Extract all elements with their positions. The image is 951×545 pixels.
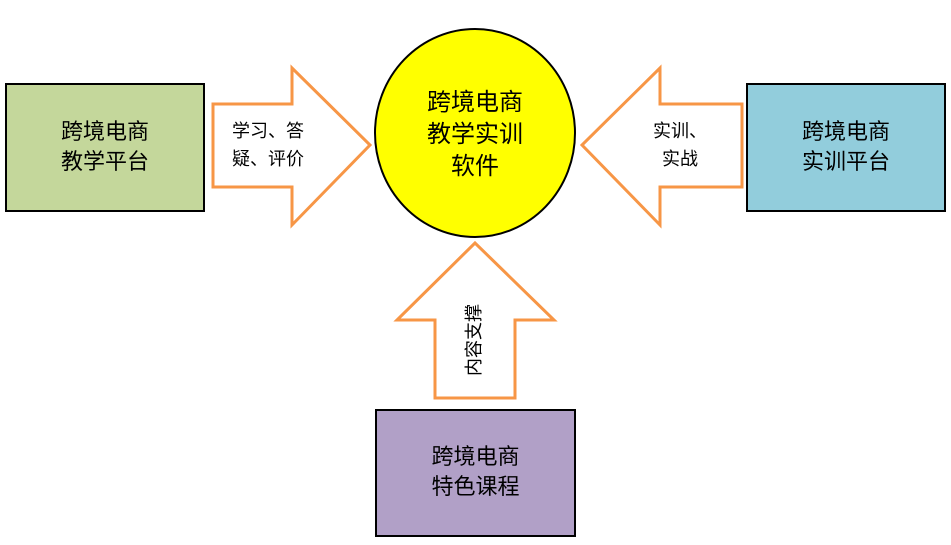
center-line1: 跨境电商 — [427, 88, 523, 116]
course-line2: 特色课程 — [431, 475, 520, 500]
right-arrow-label: 实训、 实战 — [630, 104, 730, 187]
right-arrow-line2: 实战 — [662, 148, 698, 170]
training-platform-label: 跨境电商 实训平台 — [747, 84, 945, 211]
left-arrow-line2: 疑、评价 — [232, 148, 304, 170]
teaching-platform-label: 跨境电商 教学平台 — [6, 84, 204, 211]
center-software-circle — [374, 28, 576, 238]
course-label: 跨境电商 特色课程 — [376, 410, 575, 536]
training-platform-line1: 跨境电商 — [801, 119, 890, 145]
bottom-arrow-label: 内容支撑 — [460, 280, 490, 400]
bottom-arrow-text: 内容支撑 — [464, 304, 485, 376]
training-platform-box — [746, 83, 946, 212]
left-arrow-line1: 学习、答 — [232, 120, 304, 142]
teaching-platform-line1: 跨境电商 — [60, 119, 149, 145]
course-line1: 跨境电商 — [431, 445, 520, 470]
course-box — [375, 409, 576, 537]
bottom-arrow — [393, 240, 558, 400]
center-software-label: 跨境电商 教学实训 软件 — [375, 84, 575, 184]
right-arrow — [579, 64, 744, 229]
training-platform-line2: 实训平台 — [801, 149, 890, 175]
center-line2: 教学实训 — [427, 120, 523, 148]
teaching-platform-box — [5, 83, 205, 212]
left-arrow-label: 学习、答 疑、评价 — [213, 104, 323, 187]
teaching-platform-line2: 教学平台 — [60, 149, 149, 175]
left-arrow — [211, 64, 373, 229]
right-arrow-line1: 实训、 — [653, 120, 707, 142]
center-line3: 软件 — [451, 152, 499, 180]
